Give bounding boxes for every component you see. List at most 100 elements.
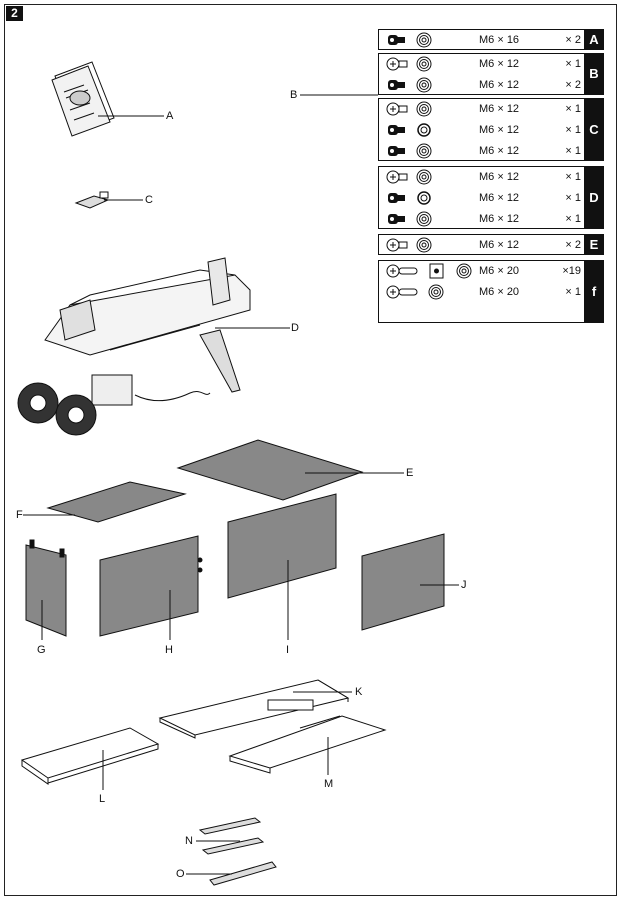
part-label-h: H [165, 644, 173, 656]
page-number: 2 [6, 6, 23, 21]
hardware-quantity: × 1 [565, 171, 581, 183]
bolt-hex-icon [386, 77, 408, 90]
hardware-row: M6 × 20×19 [379, 261, 603, 281]
hardware-quantity: × 2 [565, 239, 581, 251]
hardware-size: M6 × 20 [479, 286, 520, 298]
hardware-size: M6 × 12 [479, 192, 520, 204]
hardware-quantity: × 1 [565, 103, 581, 115]
hardware-size: M6 × 12 [479, 58, 520, 70]
screw-phillips-long-icon [386, 263, 420, 278]
nut-icon [454, 263, 476, 279]
part-label-i: I [286, 644, 290, 656]
manual-booklet-icon [51, 61, 115, 137]
part-label-l: L [99, 793, 106, 805]
screw-phillips-long-icon [386, 284, 420, 299]
hardware-box-a: A M6 × 16 × 2 [378, 29, 604, 50]
base-plate-k-icon [158, 679, 350, 739]
top-grid-panel-icon [176, 439, 364, 501]
hardware-tag: D [584, 166, 604, 229]
hardware-quantity: × 1 [565, 58, 581, 70]
rail-m-icon [228, 715, 387, 774]
side-grid-j-icon [361, 533, 445, 631]
part-label-a: A [166, 110, 174, 122]
log-splitter-icon [17, 257, 251, 436]
hardware-quantity: × 1 [565, 124, 581, 136]
hardware-size: M6 × 12 [479, 79, 520, 91]
screw-phillips-icon [386, 56, 408, 71]
screw-phillips-icon [386, 169, 408, 184]
nut-icon [414, 237, 436, 253]
hardware-icons [386, 32, 442, 48]
nut-icon [426, 284, 448, 300]
hardware-icons [386, 101, 442, 117]
side-grid-h-icon [99, 535, 203, 637]
bolt-hex-icon [386, 32, 408, 45]
side-grid-g-icon [25, 539, 67, 637]
nut-icon [414, 211, 436, 227]
washer-icon [414, 190, 436, 205]
hardware-tag: E [584, 234, 604, 255]
part-label-n: N [185, 835, 193, 847]
part-label-c: C [145, 194, 153, 206]
hardware-tag: C [584, 98, 604, 161]
hardware-size: M6 × 12 [479, 171, 520, 183]
hardware-row: M6 × 12 × 1 [379, 209, 603, 229]
hardware-row: M6 × 12× 1 [379, 141, 603, 161]
nut-icon [414, 77, 436, 93]
nut-icon [414, 101, 436, 117]
hardware-quantity: × 2 [565, 34, 581, 46]
hardware-quantity: × 1 [565, 286, 581, 298]
hardware-icons [386, 211, 442, 227]
hardware-icons [386, 122, 442, 138]
hardware-row: M6 × 20 × 1 [379, 282, 603, 302]
hardware-row: M6 × 12 × 2 [379, 75, 603, 95]
hardware-box-e: E M6 × 12 × 2 [378, 234, 604, 255]
bracket-icon [74, 191, 110, 209]
part-label-o: O [176, 868, 185, 880]
page-frame [4, 4, 617, 896]
nut-icon [414, 143, 436, 159]
hardware-icons [386, 263, 482, 279]
hardware-size: M6 × 16 [479, 34, 520, 46]
nut-icon [414, 32, 436, 48]
hardware-size: M6 × 12 [479, 239, 520, 251]
nut-icon [414, 56, 436, 72]
hardware-tag: f [584, 260, 604, 323]
hardware-row: M6 × 12 × 1 [379, 99, 603, 119]
rail-l-icon [20, 727, 160, 785]
clip-nut-icon [426, 263, 448, 279]
bolt-hex-icon [386, 211, 408, 224]
hardware-size: M6 × 12 [479, 103, 520, 115]
screw-phillips-icon [386, 237, 408, 252]
hardware-size: M6 × 12 [479, 124, 520, 136]
hardware-quantity: × 1 [565, 213, 581, 225]
part-label-k: K [355, 686, 363, 698]
hardware-icons [386, 143, 442, 159]
bolt-hex-icon [386, 190, 408, 203]
hardware-row: M6 × 12 × 1 [379, 167, 603, 187]
hardware-row: M6 × 12 × 2 [379, 235, 603, 255]
bar-o-icon [209, 861, 277, 886]
part-label-j: J [461, 579, 467, 591]
hardware-tag: A [584, 29, 604, 50]
hardware-size: M6 × 12 [479, 213, 520, 225]
hardware-icons [386, 56, 442, 72]
hardware-icons [386, 190, 442, 206]
part-label-e: E [406, 467, 414, 479]
hardware-icons [386, 169, 442, 185]
hardware-size: M6 × 20 [479, 265, 520, 277]
front-grid-panel-icon [227, 493, 337, 599]
screw-phillips-icon [386, 101, 408, 116]
brackets-n-icon [198, 817, 265, 855]
bolt-hex-icon [386, 143, 408, 156]
part-label-m: M [324, 778, 334, 790]
part-label-d: D [291, 322, 299, 334]
hardware-icons [386, 77, 442, 93]
nut-icon [414, 169, 436, 185]
hardware-icons [386, 284, 454, 300]
hardware-quantity: × 2 [565, 79, 581, 91]
hardware-row: M6 × 12 × 1 [379, 54, 603, 74]
hardware-quantity: × 1 [565, 192, 581, 204]
